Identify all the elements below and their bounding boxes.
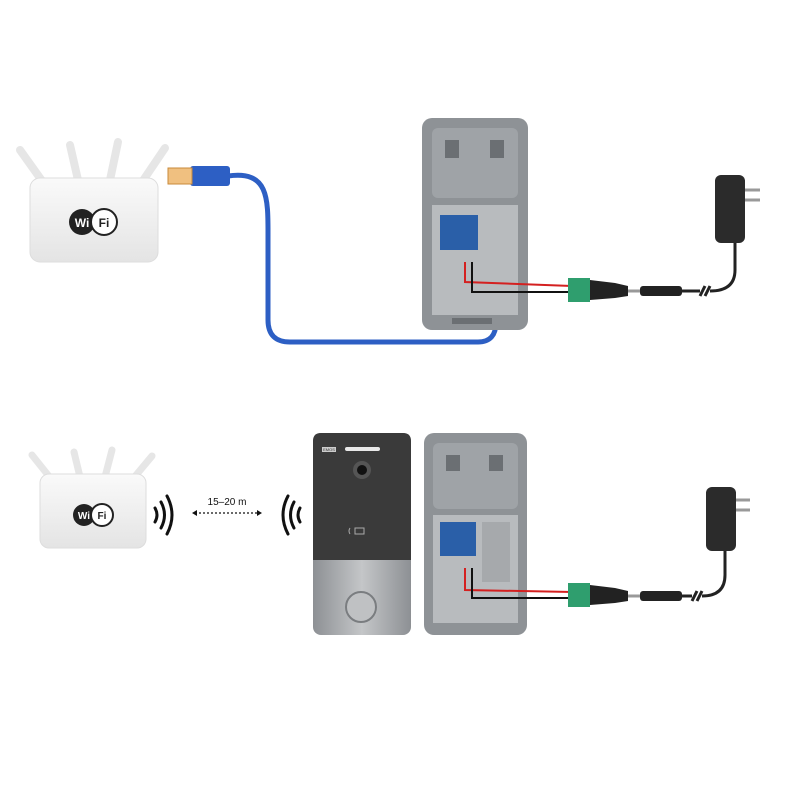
wifi-logo: Wi Fi	[73, 503, 114, 527]
rj45-connector	[167, 167, 193, 185]
wifi-waves-router-icon	[153, 494, 174, 536]
wifi-label-fi: Fi	[98, 511, 107, 522]
rfid-icon	[348, 527, 365, 535]
doorbell-front-panel: EMOS	[313, 433, 411, 635]
wifi-label-wi: Wi	[78, 511, 90, 522]
led-strip	[345, 447, 380, 451]
power-wires-top	[464, 262, 573, 293]
doorbell-back-panel-top	[422, 118, 528, 330]
brand-logo: EMOS	[323, 447, 335, 452]
circuit-board	[440, 215, 478, 250]
router-bottom: Wi Fi	[28, 446, 156, 549]
distance-arrow	[192, 510, 262, 516]
distance-label: 15–20 m	[208, 497, 247, 508]
router-top: Wi Fi	[16, 138, 169, 263]
call-button[interactable]	[345, 591, 377, 623]
wifi-label-fi: Fi	[99, 216, 110, 230]
power-adapter-top	[640, 175, 760, 297]
dc-terminal-adapter-bottom	[568, 583, 640, 607]
wifi-label-wi: Wi	[75, 216, 90, 230]
wifi-logo: Wi Fi	[69, 208, 118, 236]
doorbell-back-panel-bottom	[424, 433, 527, 635]
power-wires-bottom	[464, 568, 573, 599]
wifi-waves-doorbell-icon	[281, 494, 302, 536]
power-adapter-bottom	[640, 487, 750, 602]
dc-terminal-adapter-top	[568, 278, 640, 302]
rj45-boot	[190, 166, 230, 186]
